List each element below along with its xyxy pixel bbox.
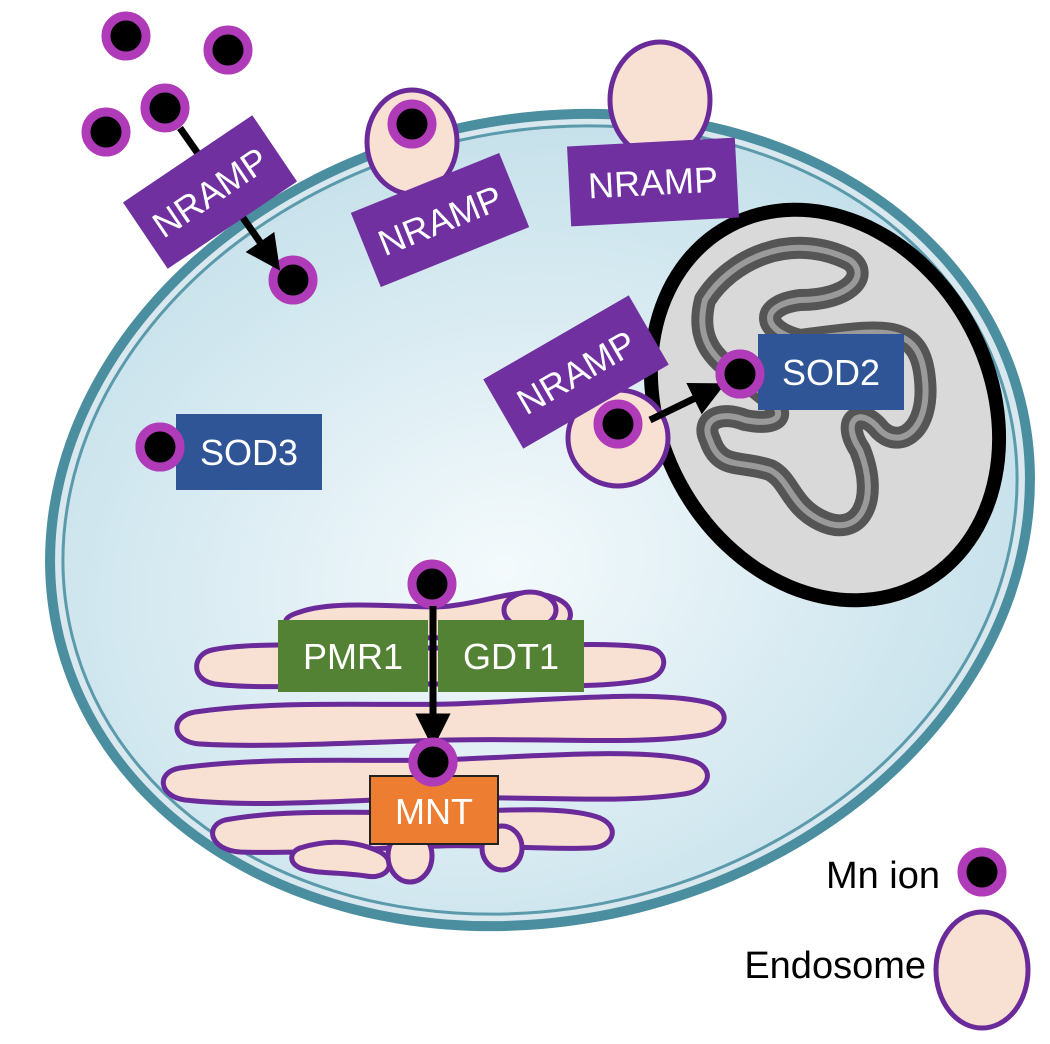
arrow-to-sod2: [648, 382, 726, 424]
mnt-box: [369, 775, 499, 845]
pmr1-box: [278, 620, 428, 692]
mn-ion: [101, 11, 151, 61]
golgi-cisterna-3: [174, 693, 727, 748]
mnt: MNT: [369, 775, 499, 845]
sod2: SOD2: [758, 334, 904, 410]
mn-ion-sod3: [135, 422, 185, 472]
legend-mn-ion-label: Mn ion: [826, 855, 940, 897]
mn-ion: [387, 99, 437, 149]
pmr1-label: PMR1: [303, 636, 403, 677]
gdt1: GDT1: [438, 620, 584, 692]
gdt1-box: [438, 620, 584, 692]
nramp-mito-box: [483, 295, 669, 449]
gdt1-label: GDT1: [463, 636, 559, 677]
mn-ion: [203, 25, 253, 75]
mn-ion: [593, 399, 643, 449]
sod2-label: SOD2: [782, 352, 880, 393]
mn-ion: [268, 255, 318, 305]
legend-mn-ion-swatch: [957, 847, 1007, 897]
mn-ion: [140, 83, 190, 133]
legend-endosome-swatch: [933, 909, 1031, 1031]
nramp-empty-vesicle: NRAMP: [567, 137, 739, 227]
nramp-vesicle-box: [350, 152, 530, 288]
legend: Mn ion Endosome: [744, 847, 1031, 1031]
pmr1: PMR1: [278, 620, 428, 692]
mn-ion: [81, 107, 131, 157]
nramp-empty-vesicle-box: [567, 137, 739, 227]
sod2-box: [758, 334, 904, 410]
mnt-label: MNT: [395, 791, 473, 832]
sod3-box: [176, 414, 322, 490]
mn-ion-mnt: [408, 737, 458, 787]
sod3: SOD3: [176, 414, 322, 490]
nramp-empty-vesicle-label: NRAMP: [587, 159, 719, 207]
mitochondrion-cristae-highlight: [699, 244, 929, 529]
mn-ion: [407, 559, 457, 609]
legend-endosome-label: Endosome: [744, 945, 926, 987]
mn-ions-front: [135, 349, 765, 472]
golgi-cisterna-6: [289, 839, 392, 880]
mn-ion-sod2: [715, 349, 765, 399]
sod3-label: SOD3: [200, 432, 298, 473]
nramp-outer-box: [122, 115, 298, 269]
